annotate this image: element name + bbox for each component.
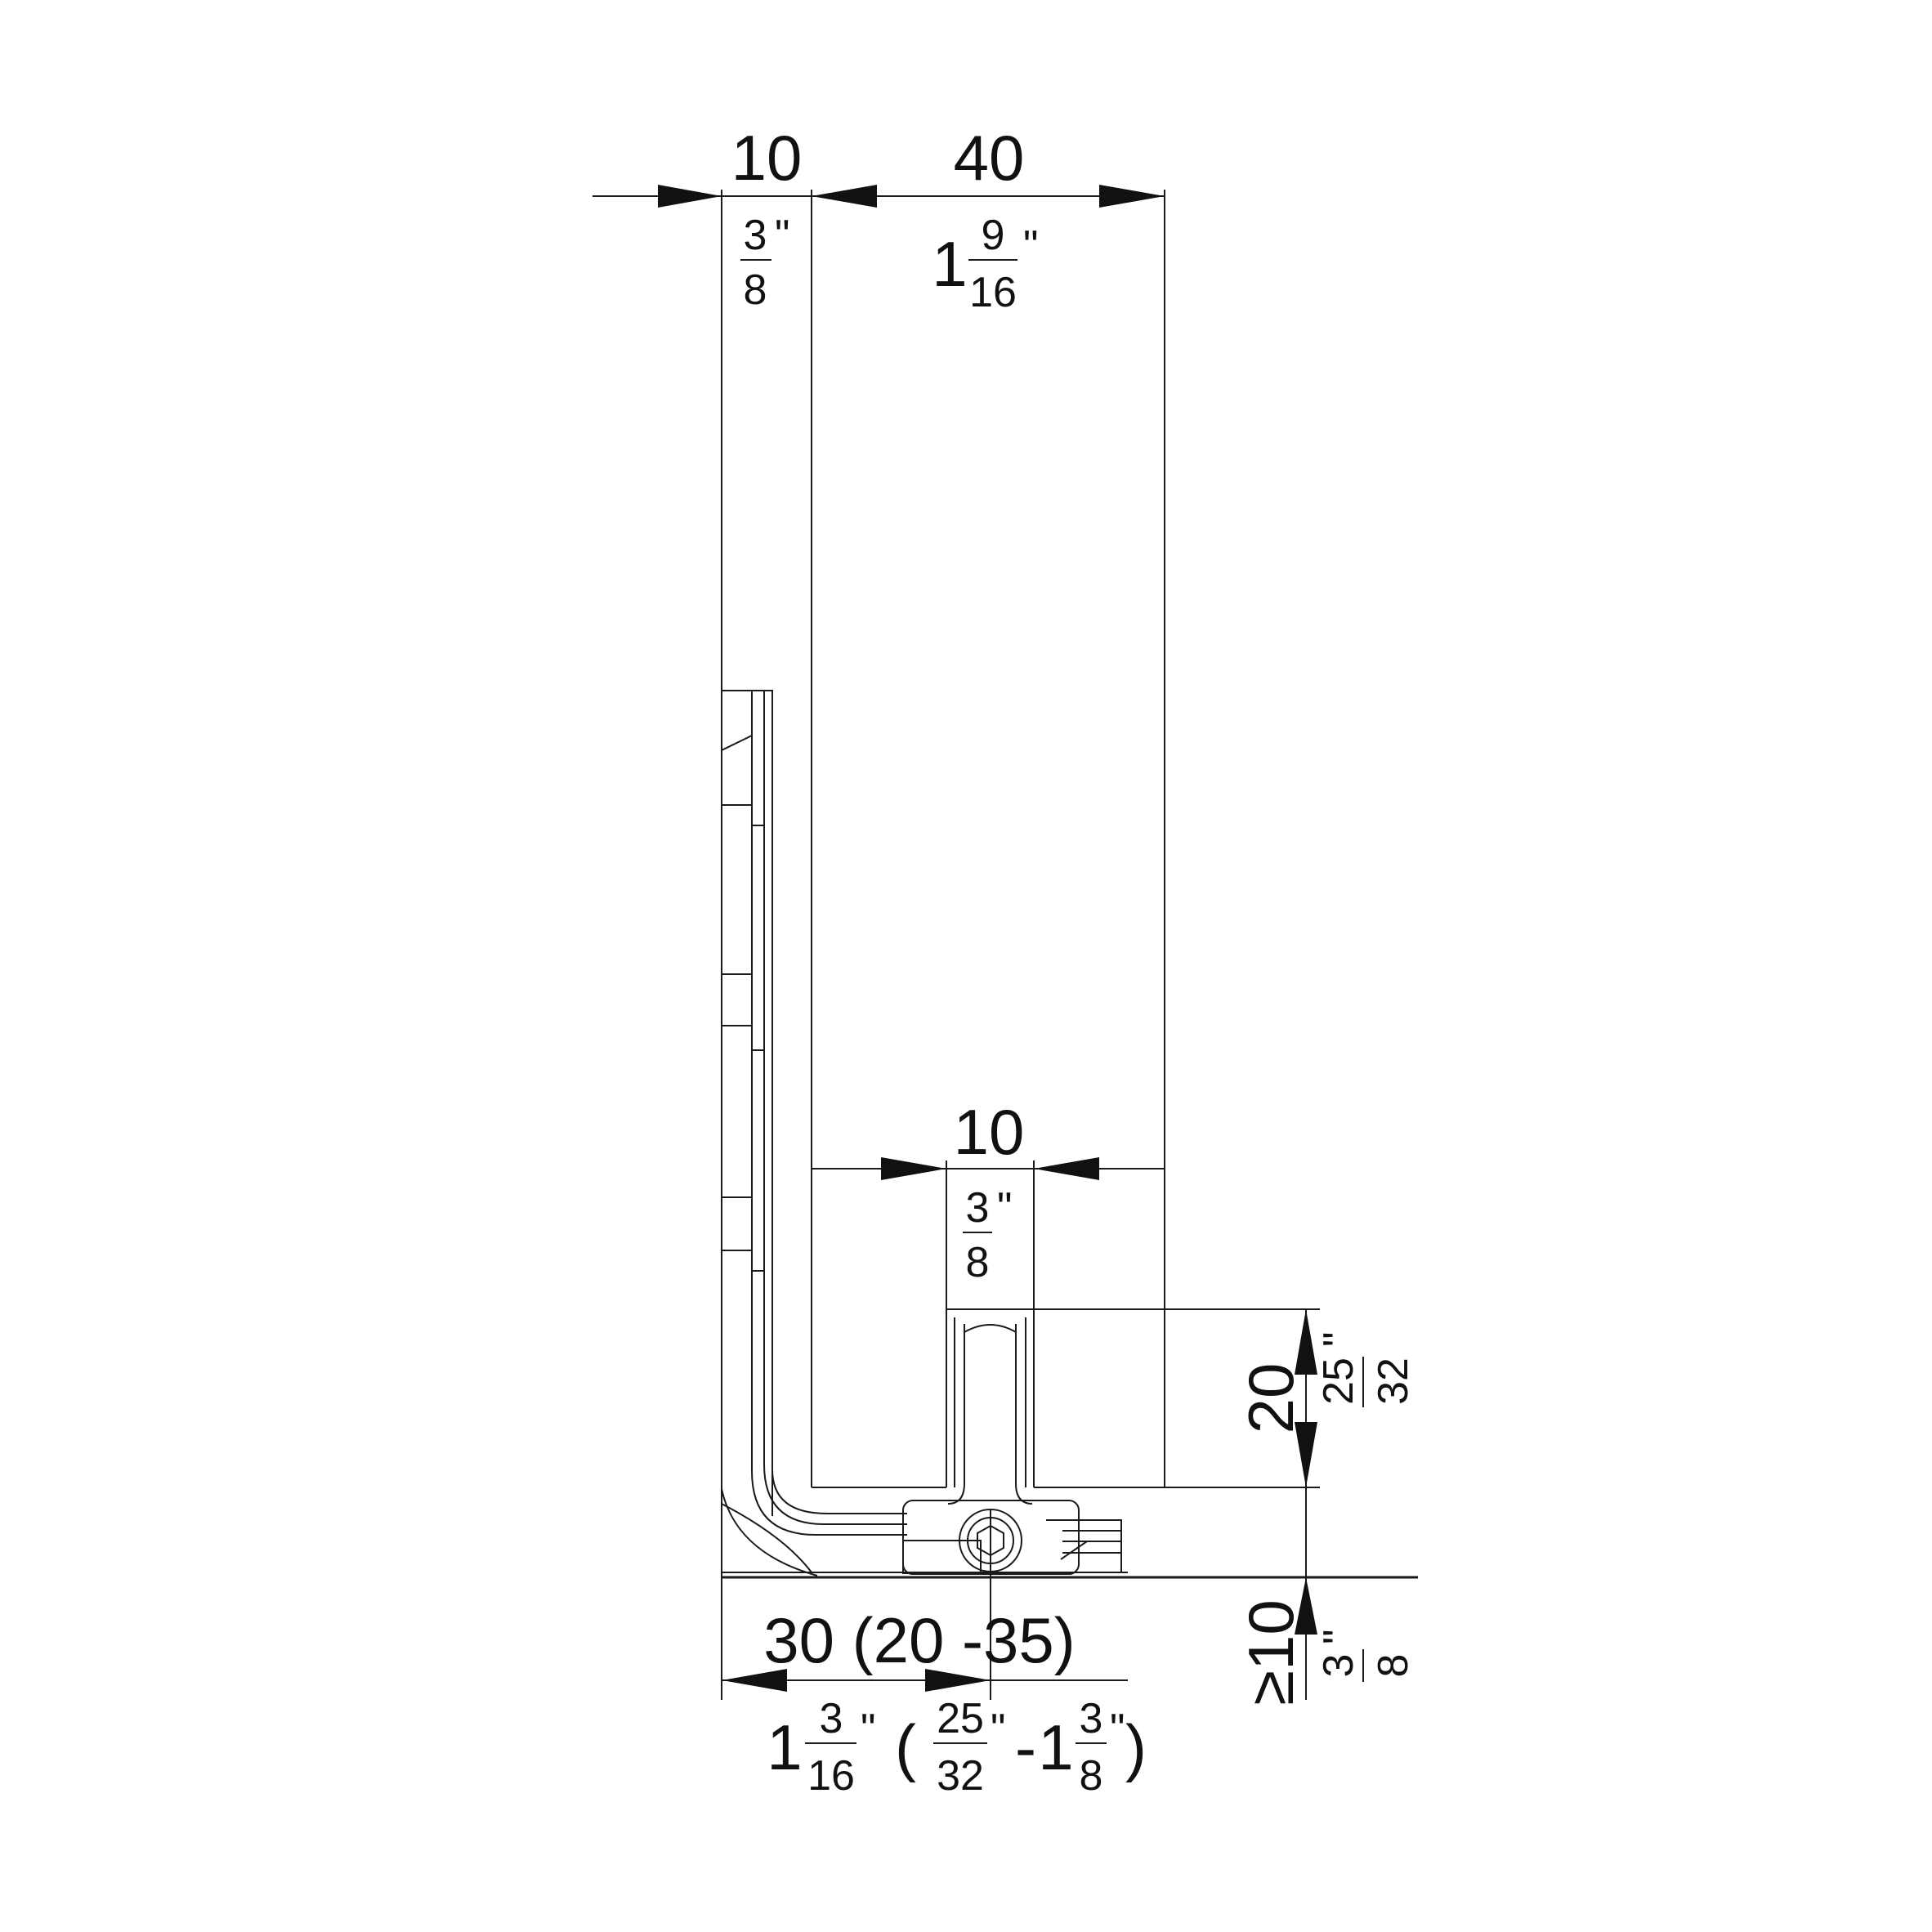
dimension-top-left: 10 3 8 " bbox=[731, 122, 803, 314]
fraction-numerator: 3 bbox=[820, 1695, 843, 1742]
dimension-top-right: 40 1 9 16 " bbox=[932, 122, 1038, 316]
fraction-numerator: 3 bbox=[744, 212, 767, 259]
fraction-denominator: 16 bbox=[807, 1752, 855, 1800]
dimension-bottom-vertical: ≥10 3 8 " bbox=[1235, 1599, 1417, 1706]
fraction-numerator: 3 bbox=[1080, 1695, 1103, 1742]
fraction-denominator: 8 bbox=[744, 266, 767, 314]
fraction-denominator: 8 bbox=[1080, 1752, 1103, 1800]
fraction-numerator: 3 bbox=[966, 1184, 990, 1232]
hinge-profile bbox=[721, 690, 1122, 1576]
dimension-bottom: 30 (20 -35) 1 3 16 " ( 25 32 " - 1 3 8 "… bbox=[763, 1604, 1147, 1800]
metric-label: 40 bbox=[954, 122, 1025, 194]
fraction-denominator: 16 bbox=[969, 269, 1017, 316]
fraction-numerator: 3 bbox=[1315, 1654, 1362, 1678]
inch-mark: " bbox=[991, 1706, 1005, 1753]
metric-label: 10 bbox=[731, 122, 803, 194]
dimension-middle: 10 3 8 " bbox=[954, 1096, 1025, 1286]
dimension-lines bbox=[593, 195, 1320, 1700]
inch-mark: " bbox=[1315, 1630, 1362, 1644]
metric-label: 30 (20 -35) bbox=[763, 1604, 1076, 1676]
inch-mark: " bbox=[1023, 222, 1038, 270]
arrowhead bbox=[1295, 1577, 1317, 1635]
fraction-whole: 1 bbox=[1038, 1711, 1073, 1783]
paren-open: ( bbox=[895, 1711, 916, 1783]
fraction-denominator: 8 bbox=[1370, 1654, 1417, 1678]
fraction-denominator: 32 bbox=[937, 1752, 984, 1800]
arrowhead bbox=[925, 1669, 991, 1692]
inch-mark: " bbox=[1110, 1706, 1125, 1753]
inch-mark: " bbox=[1315, 1332, 1362, 1347]
metric-label: ≥10 bbox=[1235, 1599, 1307, 1706]
fraction-denominator: 32 bbox=[1370, 1357, 1417, 1405]
fraction-whole: 1 bbox=[932, 228, 967, 300]
arrowhead bbox=[881, 1157, 946, 1180]
paren-close: ) bbox=[1125, 1711, 1147, 1783]
arrowhead bbox=[1034, 1157, 1099, 1180]
range-dash: - bbox=[1015, 1711, 1036, 1783]
metric-label: 10 bbox=[954, 1096, 1025, 1168]
arrowhead bbox=[1099, 185, 1165, 208]
inch-mark: " bbox=[775, 212, 789, 259]
arrowhead bbox=[722, 1669, 787, 1692]
structure-outlines bbox=[721, 190, 1418, 1700]
dimension-right-vertical: 20 25 32 " bbox=[1235, 1332, 1417, 1434]
arrowhead bbox=[1295, 1309, 1317, 1375]
fraction-denominator: 8 bbox=[966, 1239, 990, 1286]
metric-label: 20 bbox=[1235, 1363, 1307, 1434]
fraction-numerator: 9 bbox=[982, 212, 1005, 259]
fraction-numerator: 25 bbox=[1315, 1357, 1362, 1405]
fraction-numerator: 25 bbox=[937, 1695, 984, 1742]
inch-mark: " bbox=[861, 1706, 875, 1753]
arrowheads bbox=[658, 185, 1317, 1692]
arrowhead bbox=[812, 185, 877, 208]
arrowhead bbox=[658, 185, 722, 208]
inch-mark: " bbox=[997, 1184, 1012, 1232]
arrowhead bbox=[1295, 1422, 1317, 1487]
fraction-whole: 1 bbox=[767, 1711, 802, 1783]
